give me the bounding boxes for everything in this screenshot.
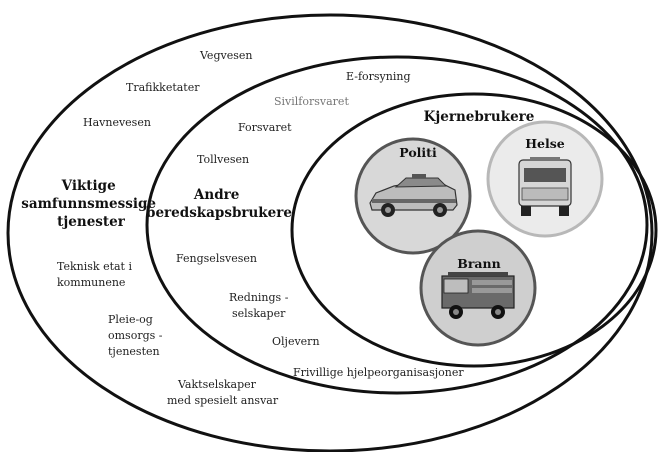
item-frivillige: Frivillige hjelpeorganisasjoner <box>293 366 464 379</box>
item-tollvesen: Tollvesen <box>197 153 249 166</box>
core-ellipse <box>290 92 658 368</box>
police-car-icon <box>369 174 458 217</box>
item-pleie: Pleie-og omsorgs - tjenesten <box>108 313 166 358</box>
item-vaktselskaper: Vaktselskaper med spesielt ansvar <box>167 378 279 407</box>
item-oljevern: Oljevern <box>272 335 320 348</box>
core-title: Kjernebrukere <box>424 109 535 125</box>
politi-label: Politi <box>399 145 437 160</box>
helse-circle: Helse <box>486 120 604 238</box>
brann-label: Brann <box>457 256 500 271</box>
ambulance-icon <box>518 157 572 216</box>
item-havnevesen: Havnevesen <box>83 116 151 129</box>
outer-title: Viktige samfunnsmessige tjenester <box>21 178 160 230</box>
brann-circle: Brann <box>419 229 537 347</box>
politi-circle: Politi <box>354 137 472 255</box>
item-redning: Rednings - selskaper <box>229 291 292 320</box>
item-eforsyning: E-forsyning <box>346 70 411 83</box>
item-forsvaret: Forsvaret <box>238 121 292 134</box>
item-fengselsvesen: Fengselsvesen <box>176 252 257 265</box>
outer-ellipse <box>6 13 654 453</box>
item-trafikketater: Trafikketater <box>126 81 200 94</box>
item-vegvesen: Vegvesen <box>199 49 252 62</box>
middle-ellipse <box>145 55 649 395</box>
item-sivilforsvaret: Sivilforsvaret <box>274 95 349 108</box>
middle-title: Andre beredskapsbrukere <box>146 187 292 221</box>
fire-truck-icon <box>441 272 515 319</box>
helse-label: Helse <box>525 136 565 151</box>
item-teknisk-etat: Teknisk etat i kommunene <box>57 260 136 289</box>
